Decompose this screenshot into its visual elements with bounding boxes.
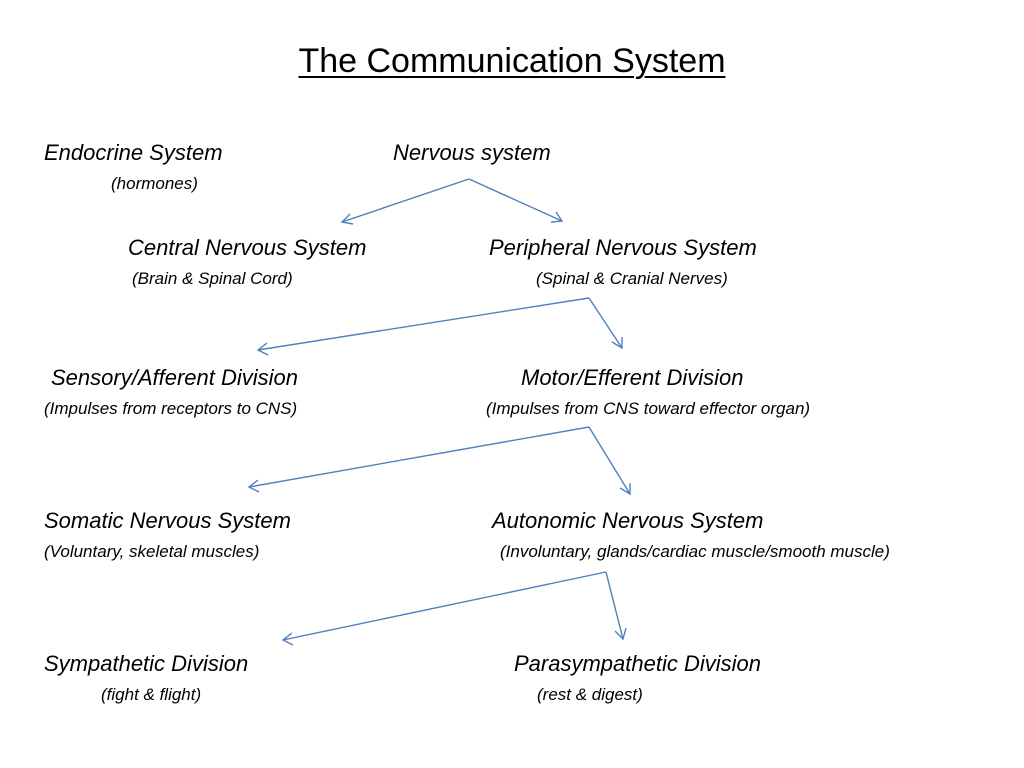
peripheral-nervous-system-detail: (Spinal & Cranial Nerves) [536, 269, 728, 288]
parasympathetic-division-detail: (rest & digest) [537, 685, 643, 704]
arrow-nervous-to-cns [340, 178, 470, 225]
somatic-nervous-system-detail: (Voluntary, skeletal muscles) [44, 542, 260, 561]
central-nervous-system-label: Central Nervous System [128, 235, 367, 260]
endocrine-system-label: Endocrine System [44, 140, 223, 165]
peripheral-nervous-system-label: Peripheral Nervous System [489, 235, 757, 260]
autonomic-nervous-system-label: Autonomic Nervous System [492, 508, 764, 533]
parasympathetic-division-label: Parasympathetic Division [514, 651, 761, 676]
arrow-autonomic-to-parasympathetic [605, 571, 627, 641]
page-title: The Communication System [298, 42, 726, 80]
central-nervous-system-detail: (Brain & Spinal Cord) [132, 269, 293, 288]
sensory-afferent-division-detail: (Impulses from receptors to CNS) [44, 399, 298, 418]
arrow-nervous-to-pns [468, 178, 564, 223]
motor-efferent-division-detail: (Impulses from CNS toward effector organ… [486, 399, 811, 418]
motor-efferent-division-label: Motor/Efferent Division [521, 365, 744, 390]
nervous-system-label: Nervous system [393, 140, 551, 165]
arrow-motor-to-somatic [247, 426, 590, 493]
arrow-autonomic-to-sympathetic [281, 571, 607, 646]
somatic-nervous-system-label: Somatic Nervous System [44, 508, 291, 533]
arrow-pns-to-sensory [256, 297, 590, 356]
sympathetic-division-detail: (fight & flight) [101, 685, 202, 704]
autonomic-nervous-system-detail: (Involuntary, glands/cardiac muscle/smoo… [500, 542, 890, 561]
arrow-pns-to-motor [588, 297, 623, 350]
sensory-afferent-division-label: Sensory/Afferent Division [51, 365, 298, 390]
arrow-motor-to-autonomic [588, 426, 631, 496]
sympathetic-division-label: Sympathetic Division [44, 651, 249, 676]
endocrine-system-detail: (hormones) [111, 174, 198, 193]
